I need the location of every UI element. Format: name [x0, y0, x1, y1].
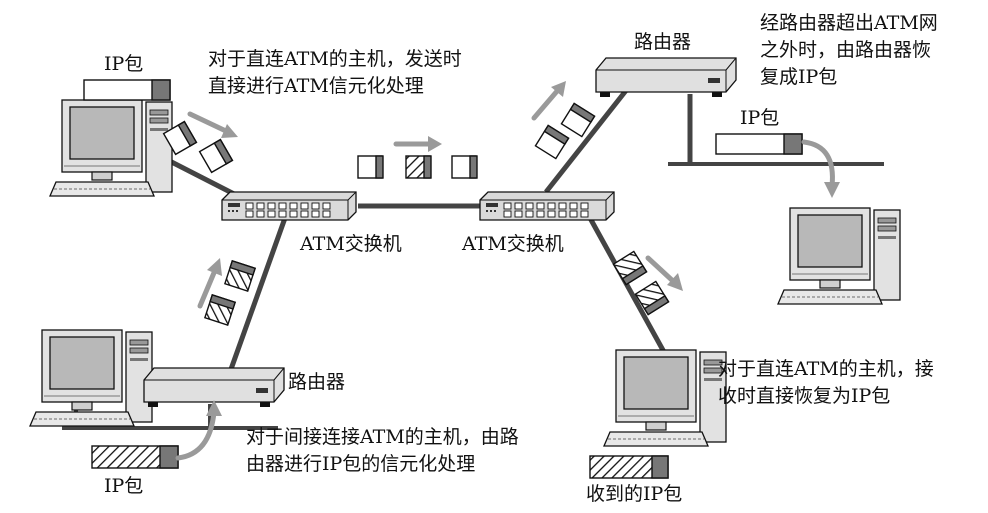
note-router-restore-line-2: 之外时，由路由器恢	[760, 39, 932, 61]
note-indirect-line-1: 对于间接连接ATM的主机，由路	[246, 426, 519, 448]
cells-to-host-bottom-right	[612, 250, 670, 316]
flow-arrowheads	[206, 81, 840, 416]
network-links	[62, 86, 884, 430]
ip-packet-top	[83, 79, 171, 101]
note-direct-receive: 对于直连ATM的主机，接 收时直接恢复为IP包	[718, 356, 934, 410]
cells-top-left	[162, 120, 234, 174]
received-ip-packet	[589, 455, 669, 479]
atm-switch-left	[221, 191, 357, 221]
cells-trunk	[357, 155, 478, 179]
note-direct-receive-line-2: 收时直接恢复为IP包	[718, 385, 891, 407]
cells-to-router-top	[534, 102, 596, 160]
atm-switch-left-label: ATM交换机	[300, 233, 402, 255]
received-ip-packet-label: 收到的IP包	[586, 483, 683, 505]
ip-packet-right-label: IP包	[740, 107, 780, 129]
note-direct-send: 对于直连ATM的主机，发送时 直接进行ATM信元化处理	[208, 46, 462, 100]
host-right-router	[777, 207, 901, 305]
note-direct-send-line-1: 对于直连ATM的主机，发送时	[208, 48, 462, 70]
note-router-restore: 经路由器超出ATM网 之外时，由路由器恢 复成IP包	[760, 10, 938, 91]
note-direct-send-line-2: 直接进行ATM信元化处理	[208, 75, 424, 97]
ip-packet-right	[715, 133, 803, 155]
router-top	[595, 57, 737, 98]
note-indirect-line-2: 由器进行IP包的信元化处理	[246, 453, 476, 475]
note-router-restore-line-1: 经路由器超出ATM网	[760, 12, 938, 34]
note-indirect: 对于间接连接ATM的主机，由路 由器进行IP包的信元化处理	[246, 424, 519, 478]
host-bottom-right	[603, 349, 727, 447]
ip-packet-top-label: IP包	[104, 53, 144, 75]
ip-packet-bottom	[91, 445, 179, 469]
atm-switch-right	[479, 191, 615, 221]
ip-packet-bottom-label: IP包	[104, 475, 144, 497]
router-top-label: 路由器	[634, 31, 692, 53]
atm-switch-right-label: ATM交换机	[462, 233, 564, 255]
router-bottom-label: 路由器	[288, 371, 346, 393]
host-top-left	[49, 99, 173, 197]
flow-arrows	[175, 87, 835, 461]
note-direct-receive-line-1: 对于直连ATM的主机，接	[718, 358, 934, 380]
host-bottom-left	[29, 329, 153, 427]
note-router-restore-line-3: 复成IP包	[760, 66, 838, 88]
cells-from-router-bottom	[203, 259, 257, 327]
